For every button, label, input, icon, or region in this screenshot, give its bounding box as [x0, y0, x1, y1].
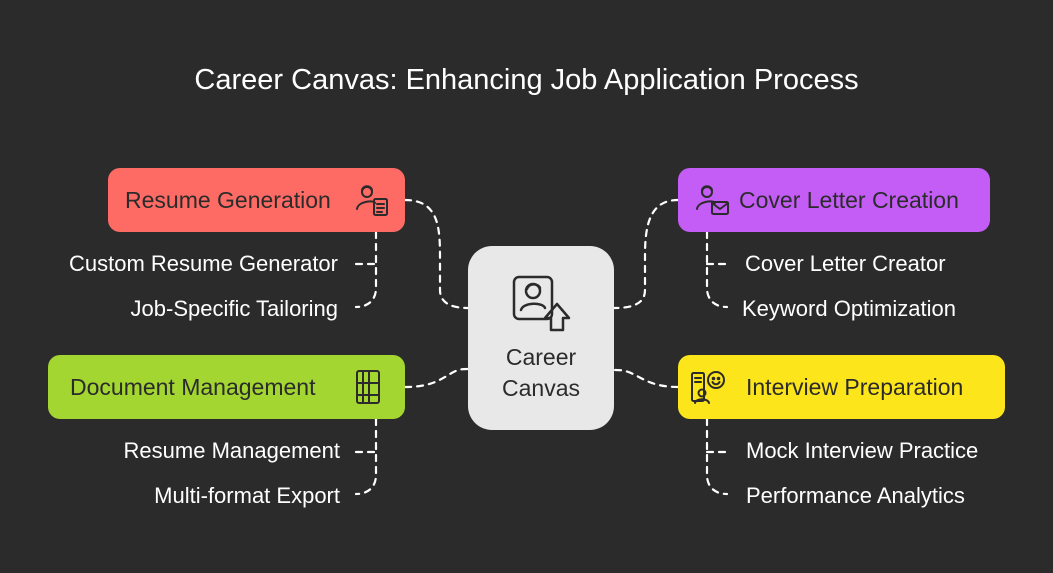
leaf-line-document — [354, 417, 378, 496]
center-label: Career Canvas — [468, 342, 614, 404]
leaf-resume-management: Resume Management — [123, 438, 340, 463]
user-upload-icon — [512, 275, 571, 332]
leaf-cover-letter-creator: Cover Letter Creator — [745, 251, 946, 276]
leaf-job-specific-tailoring: Job-Specific Tailoring — [130, 296, 338, 321]
user-document-icon — [356, 185, 388, 216]
branch-resume-generation: Resume Generation — [108, 168, 405, 232]
branch-label: Resume Generation — [125, 186, 331, 213]
branch-document-management: Document Management — [48, 355, 405, 419]
branch-label: Cover Letter Creation — [739, 186, 959, 213]
interview-icon — [691, 371, 725, 404]
leaf-line-resume — [354, 230, 378, 309]
leaf-multi-format-export: Multi-format Export — [154, 483, 340, 508]
leaf-mock-interview-practice: Mock Interview Practice — [746, 438, 979, 463]
connector-cover — [612, 198, 680, 310]
center-label-line1: Career — [505, 344, 577, 370]
leaf-line-cover — [705, 230, 729, 309]
leaf-keyword-optimization: Keyword Optimization — [742, 296, 956, 321]
leaf-custom-resume-generator: Custom Resume Generator — [69, 251, 338, 276]
center-label-line2: Canvas — [502, 375, 580, 401]
branch-interview-preparation: Interview Preparation — [678, 355, 1005, 419]
folder-stack-icon — [356, 370, 380, 404]
leaf-performance-analytics: Performance Analytics — [746, 483, 965, 508]
center-node: Career Canvas — [468, 246, 614, 430]
branch-label: Interview Preparation — [746, 373, 964, 400]
user-mail-icon — [696, 185, 729, 215]
leaf-line-interview — [705, 417, 729, 496]
connector-resume — [403, 198, 470, 310]
connector-interview — [612, 368, 680, 389]
diagram-title: Career Canvas: Enhancing Job Application… — [194, 64, 859, 96]
branch-cover-letter-creation: Cover Letter Creation — [678, 168, 990, 232]
connector-document — [403, 367, 470, 389]
branch-label: Document Management — [70, 373, 316, 400]
